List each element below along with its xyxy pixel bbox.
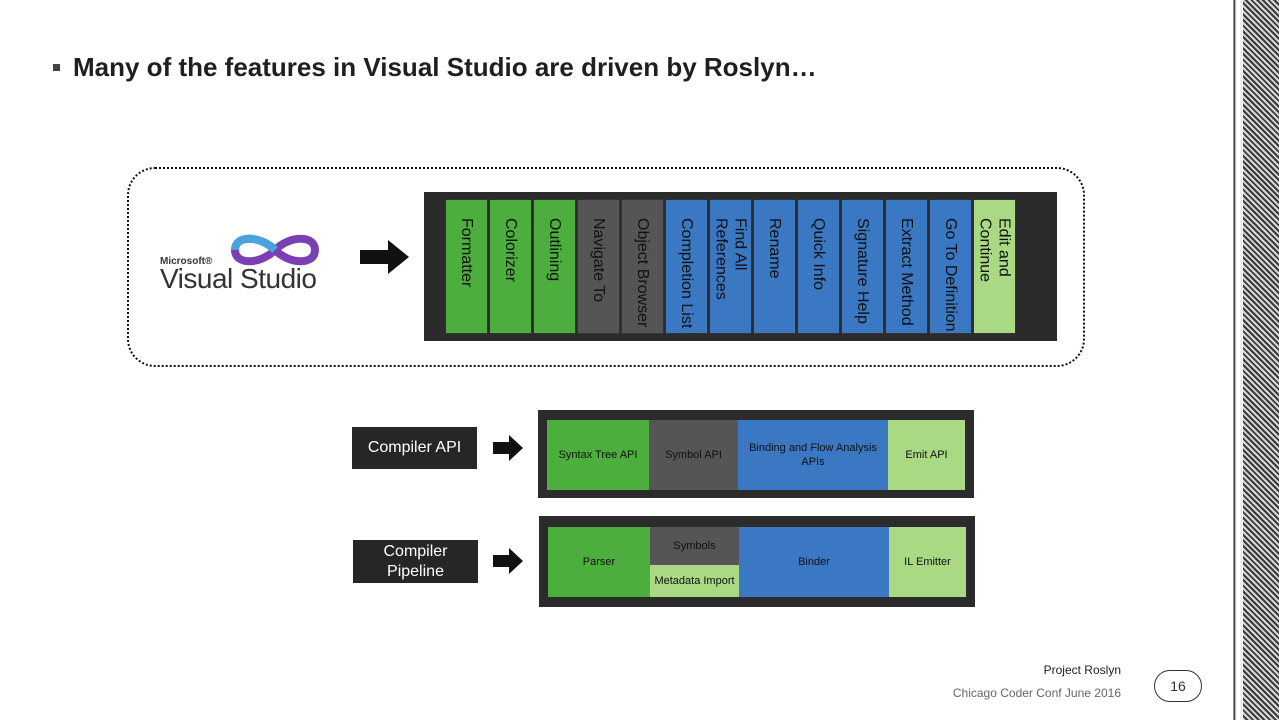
infinity-logo-icon xyxy=(230,234,320,266)
feature-rename: Rename xyxy=(753,199,796,334)
metadata-import: Metadata Import xyxy=(650,565,739,597)
footer-event: Chicago Coder Conf June 2016 xyxy=(952,686,1121,700)
compiler-api-panel: Syntax Tree API Symbol API Binding and F… xyxy=(538,410,974,498)
feature-object-browser: Object Browser xyxy=(621,199,664,334)
page-number: 16 xyxy=(1154,670,1202,702)
logo-brand: Microsoft® xyxy=(160,256,213,267)
decorative-right-edge xyxy=(1229,0,1279,720)
symbol-api: Symbol API xyxy=(649,420,738,490)
feature-colorizer: Colorizer xyxy=(489,199,532,334)
binder: Binder xyxy=(739,527,889,597)
feature-navigate-to: Navigate To xyxy=(577,199,620,334)
visual-studio-frame xyxy=(127,167,1085,367)
il-emitter: IL Emitter xyxy=(889,527,966,597)
compiler-pipeline-panel: Parser Symbols Metadata Import Binder IL… xyxy=(539,516,975,607)
binding-flow-analysis-apis: Binding and Flow Analysis APIs xyxy=(738,420,888,490)
feature-completion-list: Completion List xyxy=(665,199,708,334)
syntax-tree-api: Syntax Tree API xyxy=(547,420,649,490)
feature-formatter: Formatter xyxy=(445,199,488,334)
emit-api: Emit API xyxy=(888,420,965,490)
footer-project: Project Roslyn xyxy=(1043,663,1121,677)
compiler-pipeline-label: Compiler Pipeline xyxy=(353,540,478,583)
feature-find-all-references: Find All References xyxy=(709,199,752,334)
logo-product: Visual Studio xyxy=(160,263,317,294)
compiler-api-label: Compiler API xyxy=(352,427,477,469)
visual-studio-logo: Microsoft® Visual Studio xyxy=(160,230,345,295)
feature-signature-help: Signature Help xyxy=(841,199,884,334)
parser: Parser xyxy=(548,527,650,597)
feature-columns-panel: Formatter Colorizer Outlining Navigate T… xyxy=(424,192,1057,341)
symbols: Symbols xyxy=(650,527,739,565)
slide-title: Many of the features in Visual Studio ar… xyxy=(73,52,817,82)
feature-quick-info: Quick Info xyxy=(797,199,840,334)
feature-go-to-definition: Go To Definition xyxy=(929,199,972,334)
feature-outlining: Outlining xyxy=(533,199,576,334)
bullet-icon xyxy=(53,64,60,71)
feature-edit-and-continue: Edit and Continue xyxy=(973,199,1016,334)
feature-extract-method: Extract Method xyxy=(885,199,928,334)
